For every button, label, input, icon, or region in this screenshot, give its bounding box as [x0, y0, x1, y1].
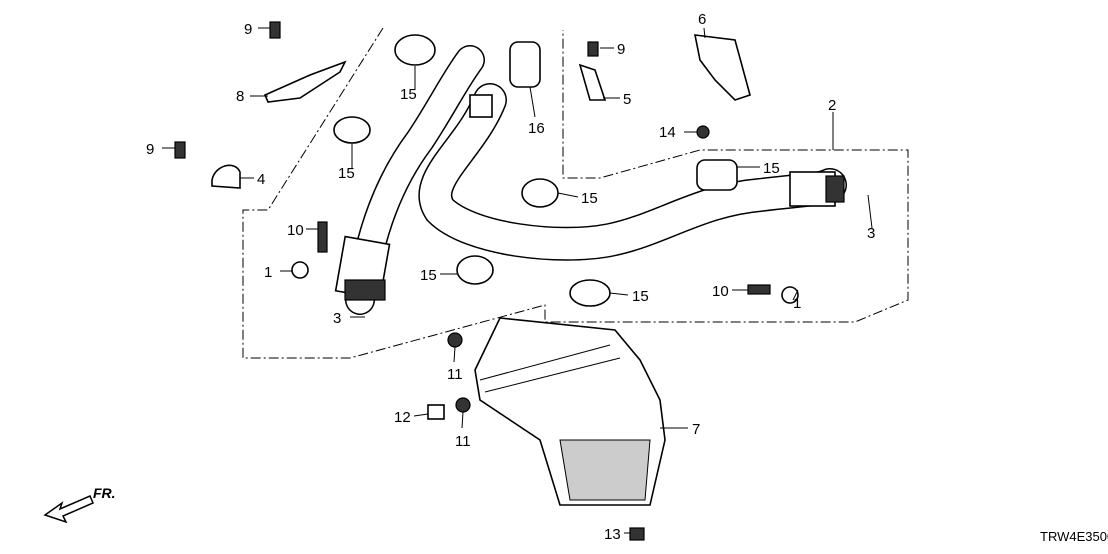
callout-2: 2 [828, 97, 836, 114]
callout-15: 15 [400, 86, 417, 103]
callout-10: 10 [712, 283, 729, 300]
callout-15: 15 [338, 165, 355, 182]
brackets-fasteners [174, 21, 799, 541]
callout-16: 16 [528, 120, 545, 137]
callout-1: 1 [793, 295, 801, 312]
callout-leader-6 [703, 27, 706, 39]
front-label: FR. [93, 485, 116, 501]
callout-leader-15 [609, 292, 629, 296]
callout-14: 14 [659, 124, 676, 141]
clamps [333, 34, 738, 307]
assembly-outline [242, 27, 909, 359]
callout-15: 15 [581, 190, 598, 207]
filler-hose [334, 45, 847, 315]
callout-4: 4 [257, 171, 265, 188]
callout-leader-15 [557, 192, 579, 198]
callout-3: 3 [867, 225, 875, 242]
callout-leader-16 [529, 86, 536, 118]
callout-11: 11 [447, 366, 463, 383]
callout-9: 9 [146, 141, 154, 158]
callout-3: 3 [333, 310, 341, 327]
callout-leader-1 [792, 289, 799, 301]
callout-1: 1 [264, 264, 272, 281]
callout-13: 13 [604, 526, 621, 543]
callout-7: 7 [692, 421, 700, 438]
callout-12: 12 [394, 409, 411, 426]
callout-9: 9 [244, 21, 252, 38]
callout-15: 15 [632, 288, 649, 305]
callout-leader-11 [453, 346, 456, 363]
front-arrow: FR. [43, 485, 116, 524]
callout-leader-11 [461, 411, 464, 429]
canister-shield [474, 317, 666, 506]
callout-15: 15 [763, 160, 780, 177]
diagram-code: TRW4E3500 [1040, 529, 1108, 544]
callout-15: 15 [420, 267, 437, 284]
callout-9: 9 [617, 41, 625, 58]
callout-8: 8 [236, 88, 244, 105]
callout-10: 10 [287, 222, 304, 239]
callout-5: 5 [623, 91, 631, 108]
callout-6: 6 [698, 11, 706, 28]
callout-leader-12 [413, 413, 429, 417]
callout-leader-3 [867, 194, 873, 229]
callout-11: 11 [455, 433, 471, 450]
